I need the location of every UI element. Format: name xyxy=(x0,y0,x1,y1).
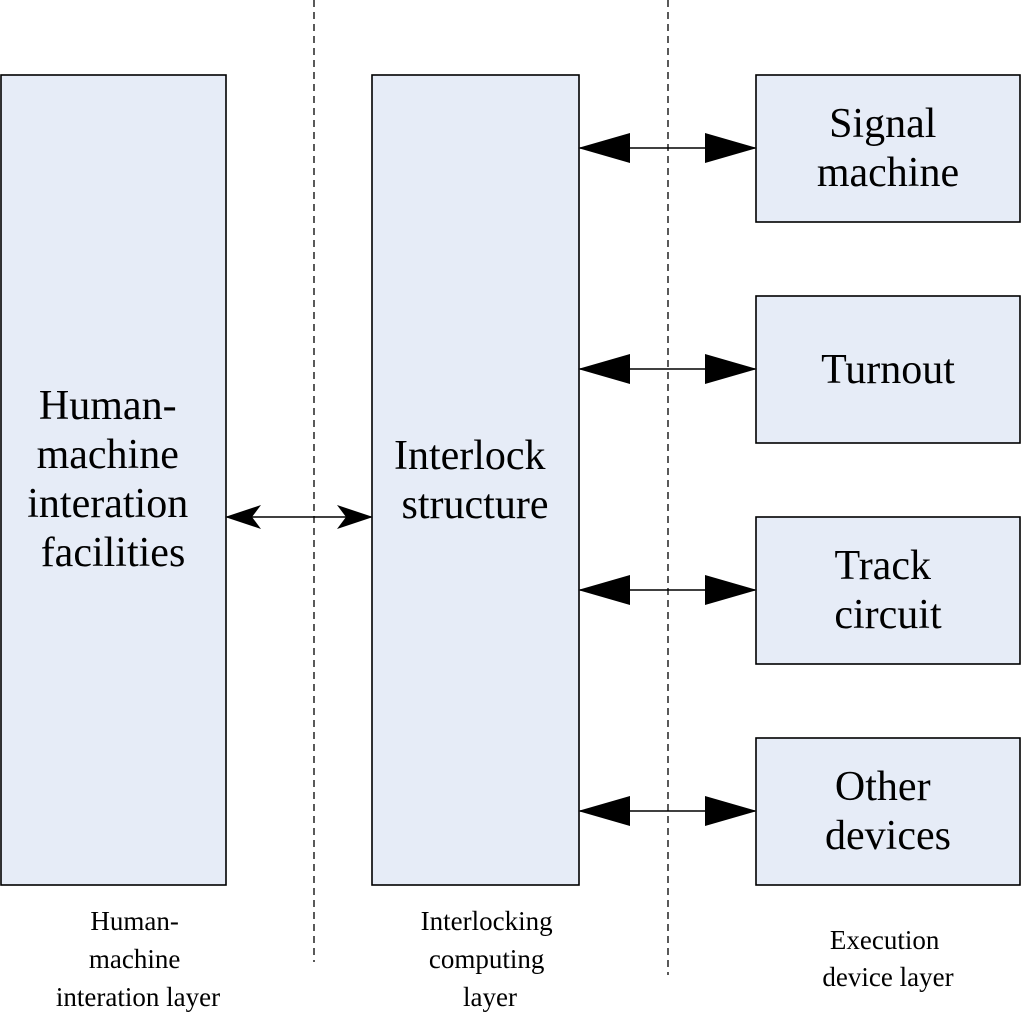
signal-machine-label: Signal machine xyxy=(817,101,959,196)
hmi-layer-label: Human- machine interation layer xyxy=(56,906,220,1012)
track-circuit-box: Track circuit xyxy=(755,516,1021,665)
turnout-label: Turnout xyxy=(821,347,955,393)
signal-machine-box: Signal machine xyxy=(755,74,1021,223)
hmi-facilities-box: Human- machine interation facilities xyxy=(0,74,227,886)
interlocking-layer-label: Interlocking computing layer xyxy=(421,906,560,1012)
track-circuit-label: Track circuit xyxy=(834,543,942,638)
other-devices-box: Other devices xyxy=(755,737,1021,886)
other-devices-label: Other devices xyxy=(825,764,951,859)
execution-layer-label: Execution device layer xyxy=(822,925,953,992)
interlock-structure-label: Interlock structure xyxy=(394,433,556,528)
turnout-box: Turnout xyxy=(755,295,1021,444)
interlock-structure-box: Interlock structure xyxy=(371,74,580,886)
hmi-facilities-label: Human- machine interation facilities xyxy=(27,383,198,576)
